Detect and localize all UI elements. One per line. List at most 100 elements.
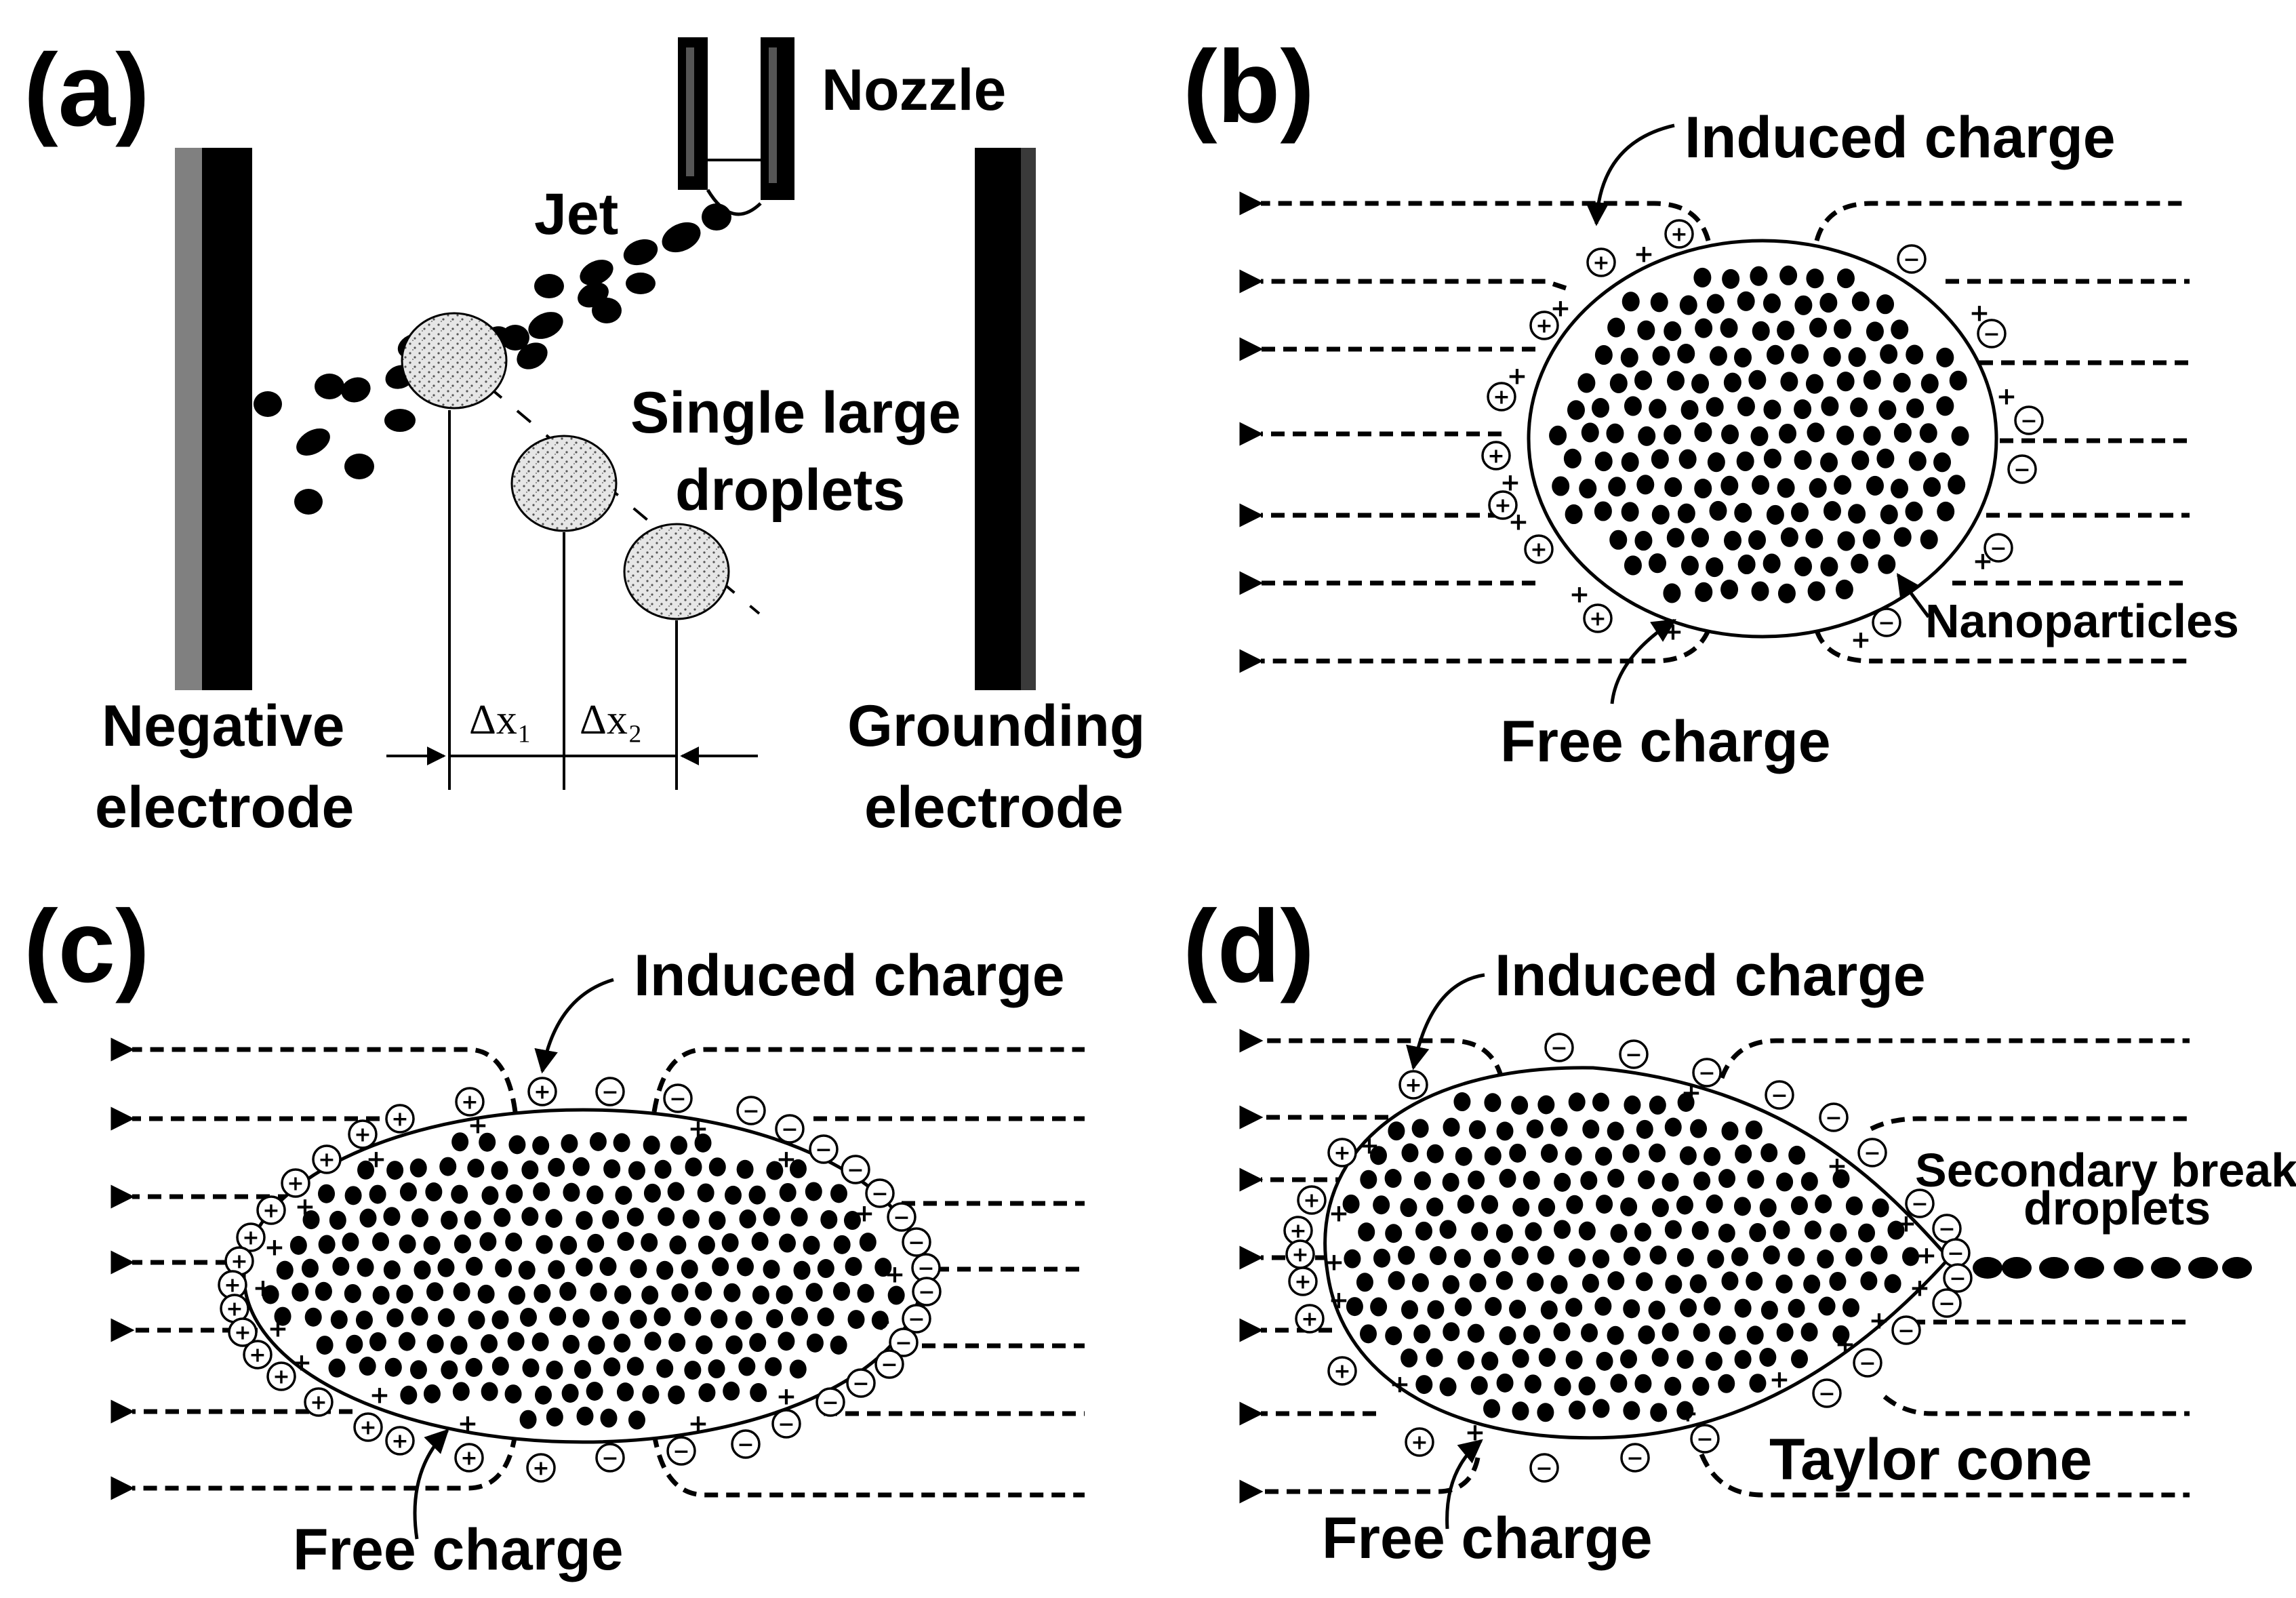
free-charge-sign: + — [1324, 1249, 1344, 1277]
nanoparticle — [1677, 503, 1695, 523]
nanoparticle — [1691, 527, 1710, 548]
nanoparticle — [590, 1282, 607, 1302]
nanoparticle — [1723, 530, 1741, 551]
ion-sign: + — [1405, 1074, 1422, 1098]
free-charge-sign: + — [366, 1146, 386, 1174]
nanoparticle — [724, 1185, 742, 1205]
nanoparticle — [1695, 318, 1713, 338]
nanoparticle — [710, 1309, 728, 1329]
nanoparticle — [1426, 1197, 1444, 1217]
secondary-droplet — [2188, 1257, 2218, 1279]
nozzle-icon — [678, 37, 794, 216]
free-charge-sign: + — [1996, 383, 2017, 411]
nanoparticle — [302, 1210, 320, 1230]
ion-sign: + — [1670, 223, 1687, 247]
nanoparticle — [685, 1157, 702, 1177]
nanoparticle — [589, 1132, 607, 1151]
nanoparticle — [1634, 370, 1653, 391]
negative-ion-icon: − — [1983, 533, 2013, 563]
negative-ion-icon: − — [1872, 607, 1901, 637]
nanoparticle — [330, 1310, 348, 1330]
nanoparticle — [843, 1211, 861, 1231]
free-charge-sign: + — [291, 1349, 312, 1377]
nanoparticle — [481, 1334, 498, 1353]
nanoparticle — [626, 1207, 644, 1227]
ion-sign: − — [781, 1118, 798, 1142]
positive-ion-icon: + — [385, 1104, 415, 1134]
ion-ring — [775, 1114, 805, 1144]
jet-droplet — [534, 274, 564, 298]
free-charge-sign: + — [1678, 1400, 1698, 1428]
free-charge-sign: + — [1969, 300, 1990, 327]
positive-ion-icon: + — [353, 1412, 383, 1442]
negative-ion-icon: − — [1690, 1424, 1720, 1454]
ion-sign: + — [354, 1123, 371, 1147]
nanoparticle — [1594, 1296, 1612, 1316]
ion-ring — [2007, 454, 2037, 484]
nanoparticle — [1620, 347, 1638, 368]
nanoparticle — [736, 1257, 754, 1277]
nanoparticle — [603, 1159, 621, 1178]
nanoparticles-pointer-b — [1896, 573, 1931, 618]
nanoparticle — [1607, 317, 1626, 338]
nanoparticle — [1582, 1119, 1600, 1139]
large-droplet-3 — [623, 523, 730, 620]
nanoparticle — [1807, 581, 1826, 601]
negative-ion-icon: − — [1857, 1138, 1887, 1167]
nanoparticle — [369, 1184, 386, 1204]
panel-b-label: (b) — [1183, 29, 1314, 144]
ion-sign: + — [391, 1108, 408, 1132]
secondary-breakup-label-line2: droplets — [2023, 1182, 2211, 1235]
positive-ion-icon: + — [1583, 603, 1613, 633]
nanoparticle — [1651, 1198, 1669, 1218]
nanoparticle — [1820, 452, 1838, 473]
nanoparticle — [1481, 1195, 1499, 1214]
nanoparticle — [1499, 1326, 1516, 1346]
nanoparticle — [1759, 1198, 1777, 1218]
ion-sign: + — [318, 1148, 335, 1172]
nanoparticle — [1594, 345, 1613, 365]
nanoparticle — [1734, 1350, 1752, 1370]
nanoparticle — [628, 1410, 645, 1430]
nanoparticle — [409, 1360, 427, 1380]
nanoparticle — [1819, 292, 1838, 313]
nanoparticle — [1581, 422, 1599, 443]
ion-sign: + — [287, 1172, 304, 1196]
nanoparticle — [1834, 475, 1852, 495]
nanoparticle — [1511, 1246, 1529, 1266]
nanoparticle — [1734, 347, 1752, 367]
ion-ring — [1544, 1033, 1574, 1062]
nanoparticle — [329, 1210, 346, 1230]
nanoparticle — [1836, 425, 1855, 445]
nanoparticle — [495, 1258, 512, 1278]
nanoparticle — [1385, 1326, 1403, 1346]
free-charge-sign: + — [1329, 1287, 1349, 1315]
nanoparticle — [1537, 1403, 1554, 1422]
positive-ion-icon: + — [1524, 534, 1554, 564]
nanoparticle — [820, 1210, 838, 1229]
nanoparticle — [344, 1283, 361, 1303]
nanoparticle — [1850, 397, 1868, 418]
nanoparticle — [1763, 448, 1781, 468]
secondary-droplet — [2039, 1257, 2069, 1279]
negative-ion-icon: − — [846, 1368, 876, 1398]
nanoparticle — [1805, 528, 1824, 548]
ion-ring — [236, 1222, 266, 1252]
negative-ion-icon: − — [2014, 405, 2044, 435]
ion-ring — [736, 1096, 766, 1125]
nanoparticle — [1565, 1350, 1583, 1370]
nanoparticle — [316, 1336, 334, 1355]
nanoparticle — [573, 1359, 591, 1379]
nanoparticle — [628, 1161, 645, 1180]
nanoparticle — [494, 1207, 511, 1227]
nanoparticle — [1776, 1323, 1794, 1342]
nanoparticle — [479, 1132, 496, 1152]
nanoparticle — [1651, 504, 1670, 525]
nanoparticle — [1693, 267, 1712, 287]
ion-ring — [281, 1168, 310, 1198]
nanoparticle — [1835, 579, 1853, 599]
nanoparticle — [411, 1208, 429, 1228]
nanoparticle — [614, 1285, 632, 1304]
ion-sign: + — [1592, 252, 1609, 275]
ion-ring — [348, 1119, 378, 1149]
